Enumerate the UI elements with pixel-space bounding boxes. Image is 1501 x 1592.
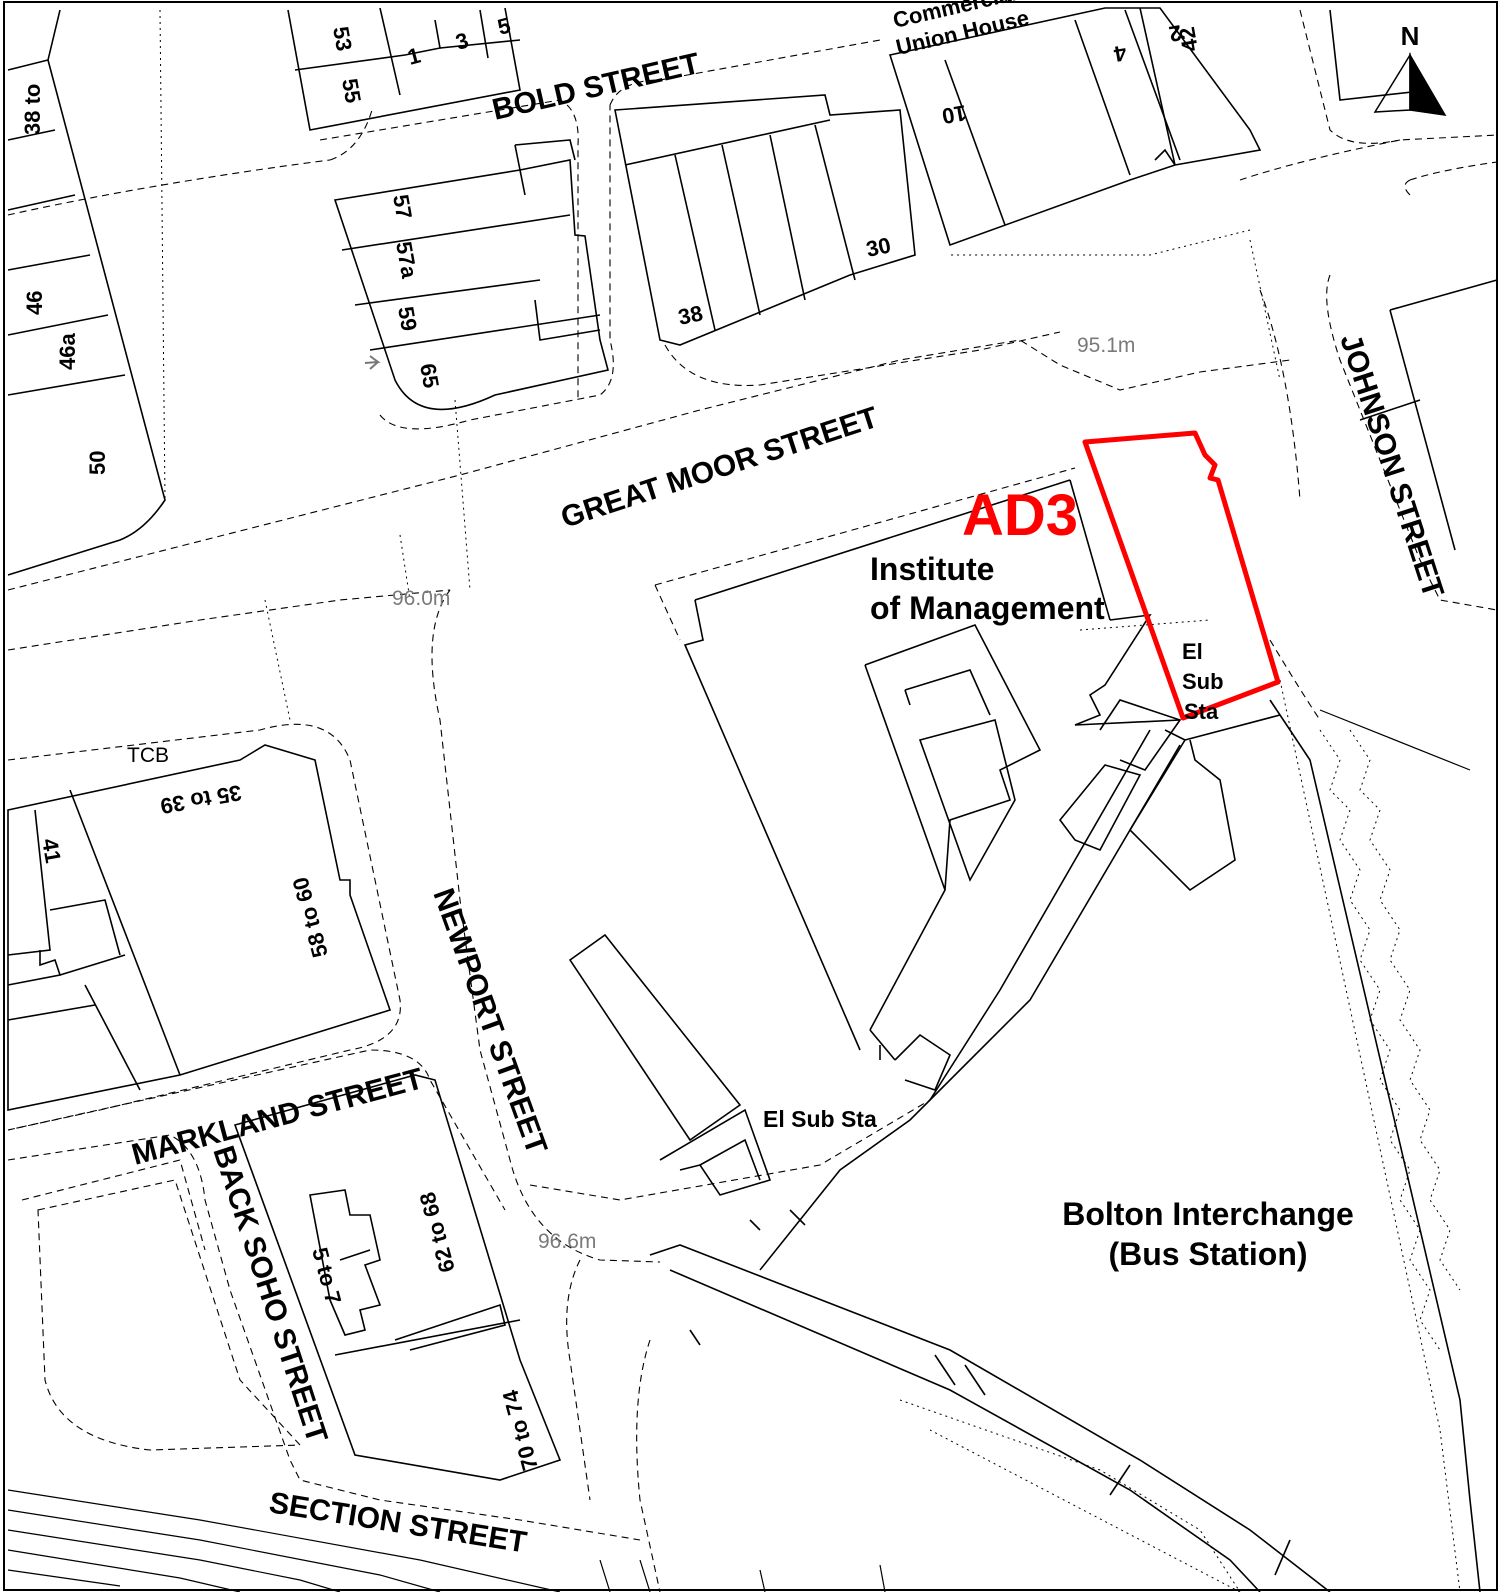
dotted-boundaries: [159, 9, 1461, 1592]
number-46: 46: [22, 291, 47, 315]
north-arrow: N: [1373, 21, 1447, 116]
arrow-icon: [364, 355, 381, 370]
spot-heights: 95.1m 96.0m 96.6m: [392, 334, 1135, 1253]
number-50: 50: [85, 451, 110, 475]
number-55: 55: [337, 77, 366, 105]
buildings-interchange: [568, 479, 1481, 1592]
buildings-north: [7, 7, 1498, 576]
railway-lines: [7, 1489, 886, 1592]
number-30: 30: [864, 232, 893, 262]
north-label: N: [1401, 21, 1420, 51]
building-labels: AD3 Institute of Management Bolton Inter…: [127, 0, 1354, 1272]
kerb-lines: [7, 9, 1498, 1592]
el-sub-sta-label: El Sub Sta: [763, 1106, 877, 1132]
number-59: 59: [393, 305, 422, 333]
buildings-south-west: [7, 744, 562, 1481]
institute-label-line1: Institute: [870, 551, 994, 587]
el-sub-sta-label-a2: Sub: [1182, 669, 1224, 694]
spot-height-1: 95.1m: [1077, 334, 1135, 357]
number-10: 10: [940, 100, 968, 129]
number-4: 4: [1111, 40, 1128, 67]
number-38: 38: [676, 300, 705, 330]
site-boundary-ad3: [1082, 430, 1281, 721]
el-sub-sta-label-a1: El: [1182, 639, 1203, 664]
tcb-label: TCB: [127, 744, 169, 767]
bus-station-label-line1: Bolton Interchange: [1062, 1196, 1354, 1232]
site-ref-label: AD3: [962, 483, 1078, 548]
number-46a: 46a: [55, 333, 80, 370]
number-53: 53: [328, 25, 357, 53]
number-41: 41: [37, 837, 66, 865]
bus-station-label-line2: (Bus Station): [1108, 1236, 1307, 1272]
number-57: 57: [388, 193, 417, 221]
number-2: 2: [1167, 20, 1183, 47]
map-frame: [3, 1, 1498, 1591]
el-sub-sta-label-a3: Sta: [1184, 699, 1219, 724]
spot-height-2: 96.0m: [392, 587, 450, 610]
jagged-boundary: [1319, 709, 1471, 1351]
number-38-to: 38 to: [20, 84, 45, 135]
number-42: 42: [1174, 25, 1203, 53]
number-65: 65: [415, 362, 444, 390]
spot-height-3: 96.6m: [538, 1230, 596, 1253]
institute-label-line2: of Management: [870, 590, 1105, 626]
